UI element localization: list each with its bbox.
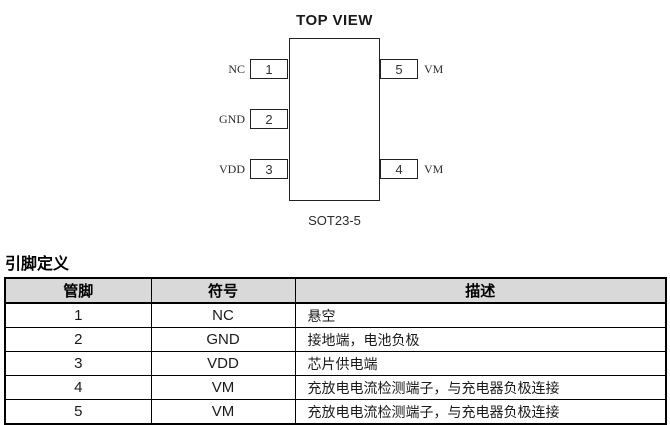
cell-pin: 5 xyxy=(4,399,152,425)
cell-pin: 3 xyxy=(4,351,152,376)
pin-number: 3 xyxy=(265,161,273,177)
cell-desc: 悬空 xyxy=(294,302,667,328)
pin-number: 1 xyxy=(265,61,273,77)
pin-box-5: 5 xyxy=(380,59,418,79)
cell-desc: 充放电电流检测端子，与充电器负极连接 xyxy=(294,399,667,425)
cell-symbol: NC xyxy=(150,302,296,328)
cell-symbol: VM xyxy=(150,399,296,425)
column-header-symbol: 符号 xyxy=(150,277,296,304)
pin-label-gnd: GND xyxy=(219,112,245,126)
section-heading: 引脚定义 xyxy=(5,256,70,273)
cell-desc: 接地端，电池负极 xyxy=(294,327,667,352)
diagram-title: TOP VIEW xyxy=(296,12,373,29)
table-row: 5 VM 充放电电流检测端子，与充电器负极连接 xyxy=(4,399,667,425)
pin-number: 2 xyxy=(265,111,273,127)
column-header-desc: 描述 xyxy=(294,277,667,304)
table-row: 4 VM 充放电电流检测端子，与充电器负极连接 xyxy=(4,375,667,400)
package-name: SOT23-5 xyxy=(308,213,361,228)
column-header-pin: 管脚 xyxy=(4,277,152,304)
table-row: 2 GND 接地端，电池负极 xyxy=(4,327,667,352)
cell-symbol: GND xyxy=(150,327,296,352)
cell-pin: 1 xyxy=(4,302,152,328)
cell-pin: 4 xyxy=(4,375,152,400)
pin-definition-table: 管脚 符号 描述 1 NC 悬空 2 GND 接地端，电池负极 3 VDD 芯片… xyxy=(4,277,667,425)
pin-box-1: 1 xyxy=(250,59,288,79)
cell-desc: 芯片供电端 xyxy=(294,351,667,376)
cell-symbol: VM xyxy=(150,375,296,400)
pin-number: 5 xyxy=(395,61,403,77)
pin-box-2: 2 xyxy=(250,109,288,129)
cell-pin: 2 xyxy=(4,327,152,352)
pin-number: 4 xyxy=(395,161,403,177)
table-header-row: 管脚 符号 描述 xyxy=(4,277,667,304)
pin-label-vm-5: VM xyxy=(424,62,444,76)
pin-box-3: 3 xyxy=(250,159,288,179)
table-row: 3 VDD 芯片供电端 xyxy=(4,351,667,376)
pin-label-vm-4: VM xyxy=(424,162,444,176)
chip-body-outline xyxy=(289,38,380,201)
cell-symbol: VDD xyxy=(150,351,296,376)
cell-desc: 充放电电流检测端子，与充电器负极连接 xyxy=(294,375,667,400)
pin-label-vdd: VDD xyxy=(219,162,245,176)
pin-label-nc: NC xyxy=(228,62,245,76)
pin-box-4: 4 xyxy=(380,159,418,179)
table-row: 1 NC 悬空 xyxy=(4,302,667,328)
